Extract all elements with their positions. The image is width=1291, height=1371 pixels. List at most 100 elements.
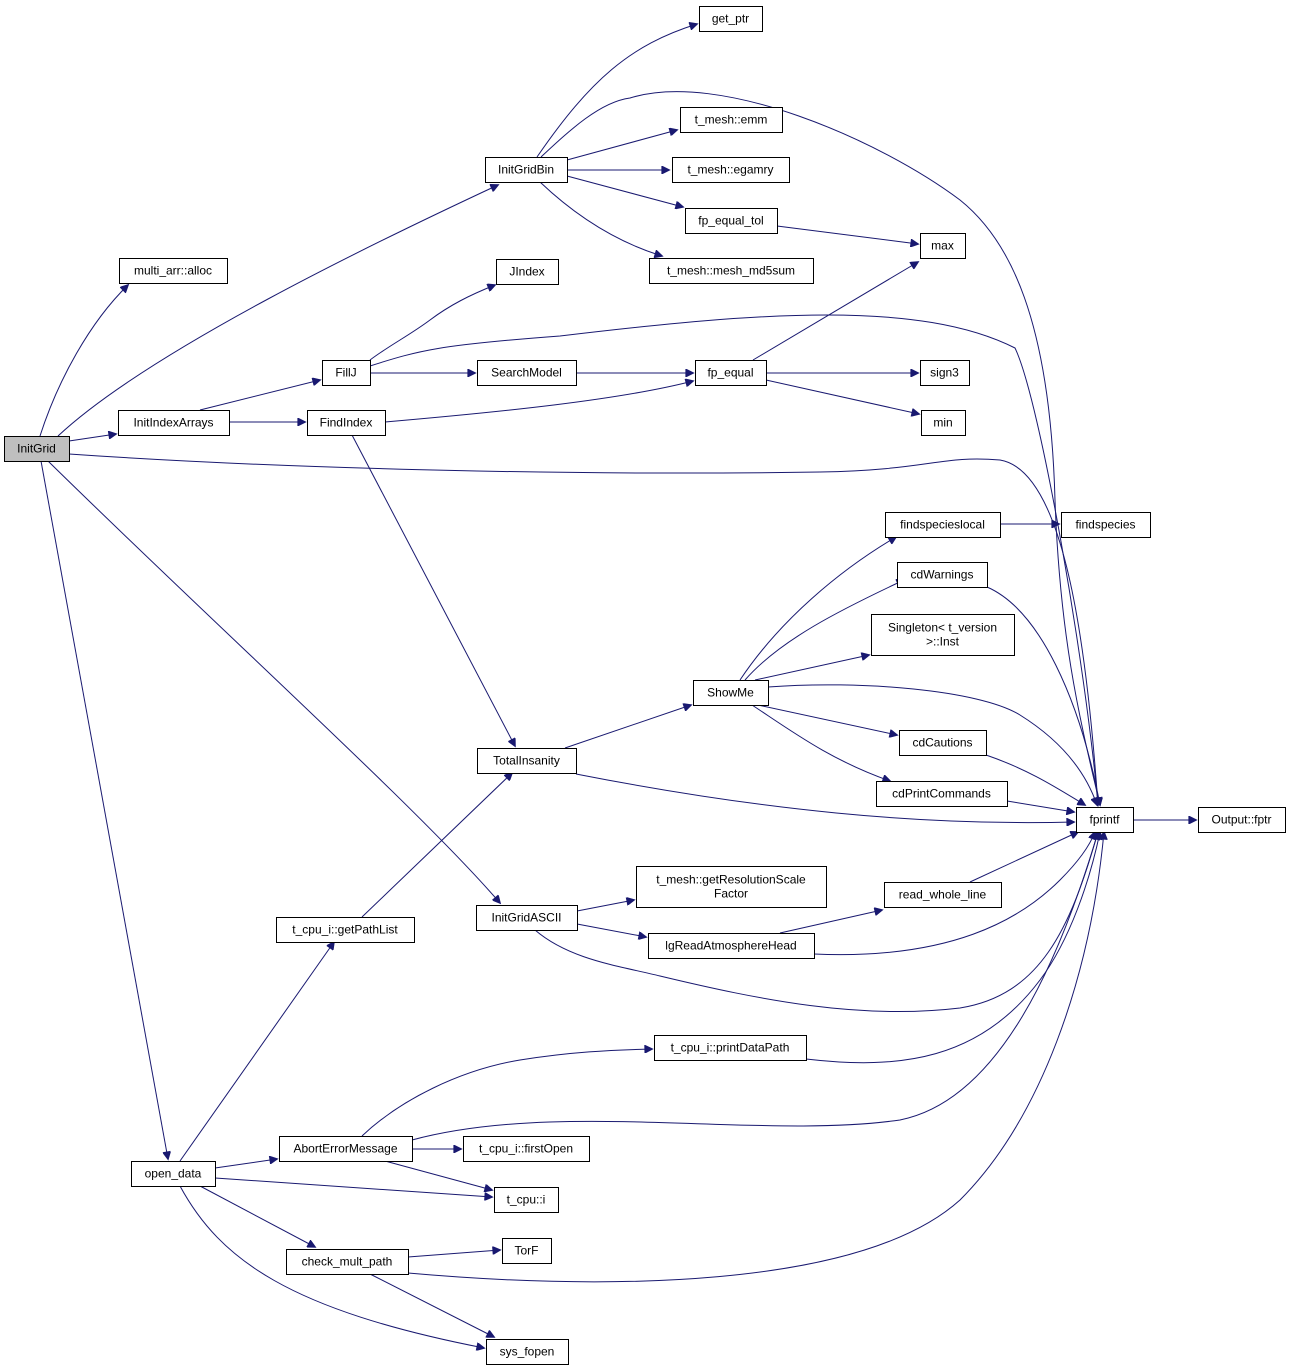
- edge-initgridbin-to-md5sum: [539, 181, 662, 256]
- edge-initgridbin-to-get_ptr: [536, 24, 697, 158]
- node-label: t_mesh::mesh_md5sum: [667, 264, 795, 278]
- node-findindex[interactable]: FindIndex: [307, 410, 386, 436]
- edge-initindexarrays-to-fillj: [199, 380, 320, 411]
- node-fptr[interactable]: Output::fptr: [1198, 807, 1286, 833]
- node-label: TotalInsanity: [493, 754, 560, 768]
- edge-open_data-to-cpu_i: [214, 1177, 492, 1197]
- node-box: [118, 410, 230, 436]
- edge-initgrid-to-fprintf: [68, 453, 1098, 805]
- node-label: get_ptr: [712, 12, 749, 26]
- node-initgridascii[interactable]: InitGridASCII: [476, 905, 578, 931]
- node-label: findspecies: [1075, 518, 1135, 532]
- node-box: [477, 748, 577, 774]
- node-cpu_i[interactable]: t_cpu::i: [494, 1187, 559, 1213]
- node-sign3[interactable]: sign3: [920, 360, 970, 386]
- edge-initgrid-to-initgridascii: [47, 460, 500, 903]
- node-box: [897, 562, 988, 588]
- node-box: [920, 360, 970, 386]
- node-open_data[interactable]: open_data: [131, 1161, 216, 1187]
- node-box: [695, 360, 767, 386]
- node-fillj[interactable]: FillJ: [322, 360, 371, 386]
- node-cdprintcommands[interactable]: cdPrintCommands: [876, 781, 1008, 807]
- edge-aborterror-to-cpu_i: [384, 1160, 492, 1190]
- node-initgridbin[interactable]: InitGridBin: [485, 157, 568, 183]
- node-emm[interactable]: t_mesh::emm: [680, 107, 783, 133]
- node-label: JIndex: [509, 265, 544, 279]
- node-max[interactable]: max: [920, 233, 966, 259]
- node-box: [322, 360, 371, 386]
- edge-lgread-to-fprintf: [813, 832, 1095, 956]
- node-label: t_cpu::i: [507, 1193, 546, 1207]
- node-box: [4, 436, 70, 462]
- node-showme[interactable]: ShowMe: [693, 680, 769, 706]
- node-label: >::Inst: [926, 635, 960, 649]
- node-label: sign3: [930, 366, 959, 380]
- node-label: TorF: [515, 1244, 539, 1258]
- node-lgread[interactable]: lgReadAtmosphereHead: [648, 933, 815, 959]
- node-torf[interactable]: TorF: [502, 1238, 552, 1264]
- node-label: t_cpu_i::firstOpen: [479, 1142, 573, 1156]
- node-label: InitGridASCII: [491, 911, 561, 925]
- node-box: [476, 905, 578, 931]
- nodes-layer: InitGrid multi_arr::alloc InitGridBinInitI…: [4, 6, 1286, 1365]
- node-box: [921, 410, 966, 436]
- node-box: [485, 157, 568, 183]
- node-box: [649, 258, 814, 284]
- edge-showme-to-singleton: [754, 655, 869, 681]
- edge-getpathlist-to-totalinsanity: [361, 773, 512, 918]
- node-label: sys_fopen: [500, 1345, 555, 1359]
- node-min[interactable]: min: [921, 410, 966, 436]
- node-read_whole_line[interactable]: read_whole_line: [884, 882, 1002, 908]
- node-alloc[interactable]: multi_arr::alloc: [119, 258, 228, 284]
- node-check_mult_path[interactable]: check_mult_path: [286, 1249, 409, 1275]
- node-firstopen[interactable]: t_cpu_i::firstOpen: [463, 1136, 590, 1162]
- edge-open_data-to-aborterror: [214, 1159, 277, 1169]
- node-fp_equal[interactable]: fp_equal: [695, 360, 767, 386]
- edge-initgridascii-to-lgread: [576, 923, 646, 937]
- node-totalinsanity[interactable]: TotalInsanity: [477, 748, 577, 774]
- node-findspecieslocal[interactable]: findspecieslocal: [885, 512, 1001, 538]
- node-initgrid[interactable]: InitGrid: [4, 436, 70, 462]
- node-label: InitIndexArrays: [133, 416, 213, 430]
- node-label: t_mesh::emm: [695, 113, 768, 127]
- node-findspecies[interactable]: findspecies: [1061, 512, 1151, 538]
- node-label: t_cpu_i::getPathList: [292, 923, 398, 937]
- node-get_ptr[interactable]: get_ptr: [699, 6, 763, 32]
- node-singleton[interactable]: Singleton< t_version>::Inst: [871, 614, 1015, 656]
- edge-printdatapath-to-fprintf: [805, 832, 1100, 1064]
- node-label: AbortErrorMessage: [293, 1142, 397, 1156]
- node-fp_equal_tol[interactable]: fp_equal_tol: [685, 208, 778, 234]
- node-label: FindIndex: [320, 416, 373, 430]
- node-cdwarnings[interactable]: cdWarnings: [897, 562, 988, 588]
- node-aborterror[interactable]: AbortErrorMessage: [279, 1136, 413, 1162]
- edge-showme-to-cdprintcommands: [751, 704, 890, 781]
- node-md5sum[interactable]: t_mesh::mesh_md5sum: [649, 258, 814, 284]
- node-sys_fopen[interactable]: sys_fopen: [486, 1339, 569, 1365]
- edge-check_mult_path-to-sys_fopen: [369, 1273, 494, 1337]
- edge-initgrid-to-alloc: [39, 285, 128, 437]
- node-jindex[interactable]: JIndex: [496, 259, 559, 285]
- node-printdatapath[interactable]: t_cpu_i::printDataPath: [654, 1035, 807, 1061]
- node-fprintf[interactable]: fprintf: [1076, 807, 1134, 833]
- node-box: [131, 1161, 216, 1187]
- edge-findindex-to-fp_equal: [384, 381, 693, 423]
- node-box: [1061, 512, 1151, 538]
- node-box: [884, 882, 1002, 908]
- edge-initgridbin-to-fp_equal_tol: [566, 175, 683, 207]
- edge-cdcautions-to-fprintf: [985, 754, 1085, 805]
- node-initindexarrays[interactable]: InitIndexArrays: [118, 410, 230, 436]
- node-box: [463, 1136, 590, 1162]
- node-box: [496, 259, 559, 285]
- edge-check_mult_path-to-torf: [407, 1250, 500, 1258]
- edge-initgrid-to-open_data: [40, 460, 168, 1159]
- node-getpathlist[interactable]: t_cpu_i::getPathList: [276, 917, 415, 943]
- node-cdcautions[interactable]: cdCautions: [899, 730, 987, 756]
- node-box: [654, 1035, 807, 1061]
- node-box: [119, 258, 228, 284]
- node-searchmodel[interactable]: SearchModel: [477, 360, 577, 386]
- node-egamry[interactable]: t_mesh::egamry: [672, 157, 790, 183]
- node-box: [1198, 807, 1286, 833]
- node-label: read_whole_line: [899, 888, 987, 902]
- node-label: findspecieslocal: [900, 518, 985, 532]
